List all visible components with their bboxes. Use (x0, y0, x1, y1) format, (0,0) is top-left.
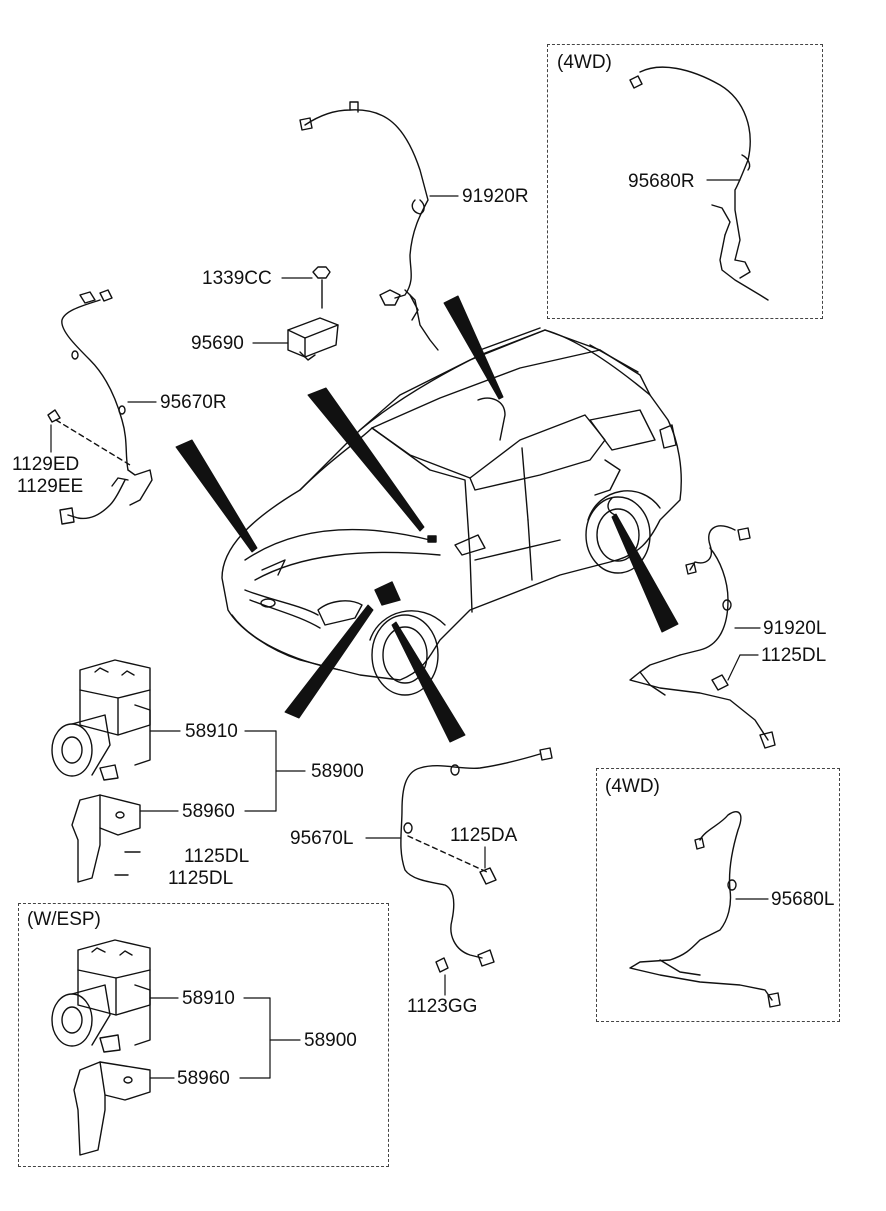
abs-module-esp (51, 939, 151, 1156)
group-box-esp (18, 903, 389, 1167)
group-box-4wd-right (547, 44, 823, 319)
part-label-95670L: 95670L (290, 828, 354, 849)
part-label-1125DA: 1125DA (450, 825, 518, 846)
part-label-58910-esp: 58910 (182, 988, 235, 1009)
part-label-1125DL-upper: 1125DL (184, 846, 250, 867)
part-label-1125DL-rear: 1125DL (761, 645, 827, 666)
part-label-58960-upper: 58960 (182, 801, 235, 822)
part-label-91920R: 91920R (462, 186, 529, 207)
group-title-esp: (W/ESP) (27, 909, 101, 930)
part-label-95690: 95690 (191, 333, 244, 354)
harness-91920R (299, 101, 439, 351)
part-label-58900-upper: 58900 (311, 761, 364, 782)
harness-95670R (47, 289, 153, 525)
part-label-1125DL-lower: 1125DL (168, 868, 234, 889)
part-label-1129ED: 1129ED (12, 454, 80, 475)
harness-95680L (629, 811, 781, 1008)
part-label-1123GG: 1123GG (407, 996, 478, 1017)
part-label-95670R: 95670R (160, 392, 227, 413)
callout-wedges (175, 295, 679, 743)
part-label-58910-upper: 58910 (185, 721, 238, 742)
harness-95670L (400, 747, 553, 973)
vehicle-drawing (221, 327, 682, 696)
sensor-95690 (287, 266, 339, 361)
part-label-1339CC: 1339CC (202, 268, 272, 289)
part-label-91920L: 91920L (763, 618, 827, 639)
group-box-4wd-left (596, 768, 840, 1022)
group-title-4wd-left: (4WD) (605, 776, 660, 797)
part-label-1129EE: 1129EE (17, 476, 84, 497)
group-title-4wd-right: (4WD) (557, 52, 612, 73)
part-label-95680L: 95680L (771, 889, 835, 910)
abs-module-upper (51, 659, 151, 883)
part-label-58900-esp: 58900 (304, 1030, 357, 1051)
part-label-58960-esp: 58960 (177, 1068, 230, 1089)
harness-91920L (629, 525, 776, 749)
part-label-95680R: 95680R (628, 171, 695, 192)
harness-95680R (629, 66, 769, 301)
